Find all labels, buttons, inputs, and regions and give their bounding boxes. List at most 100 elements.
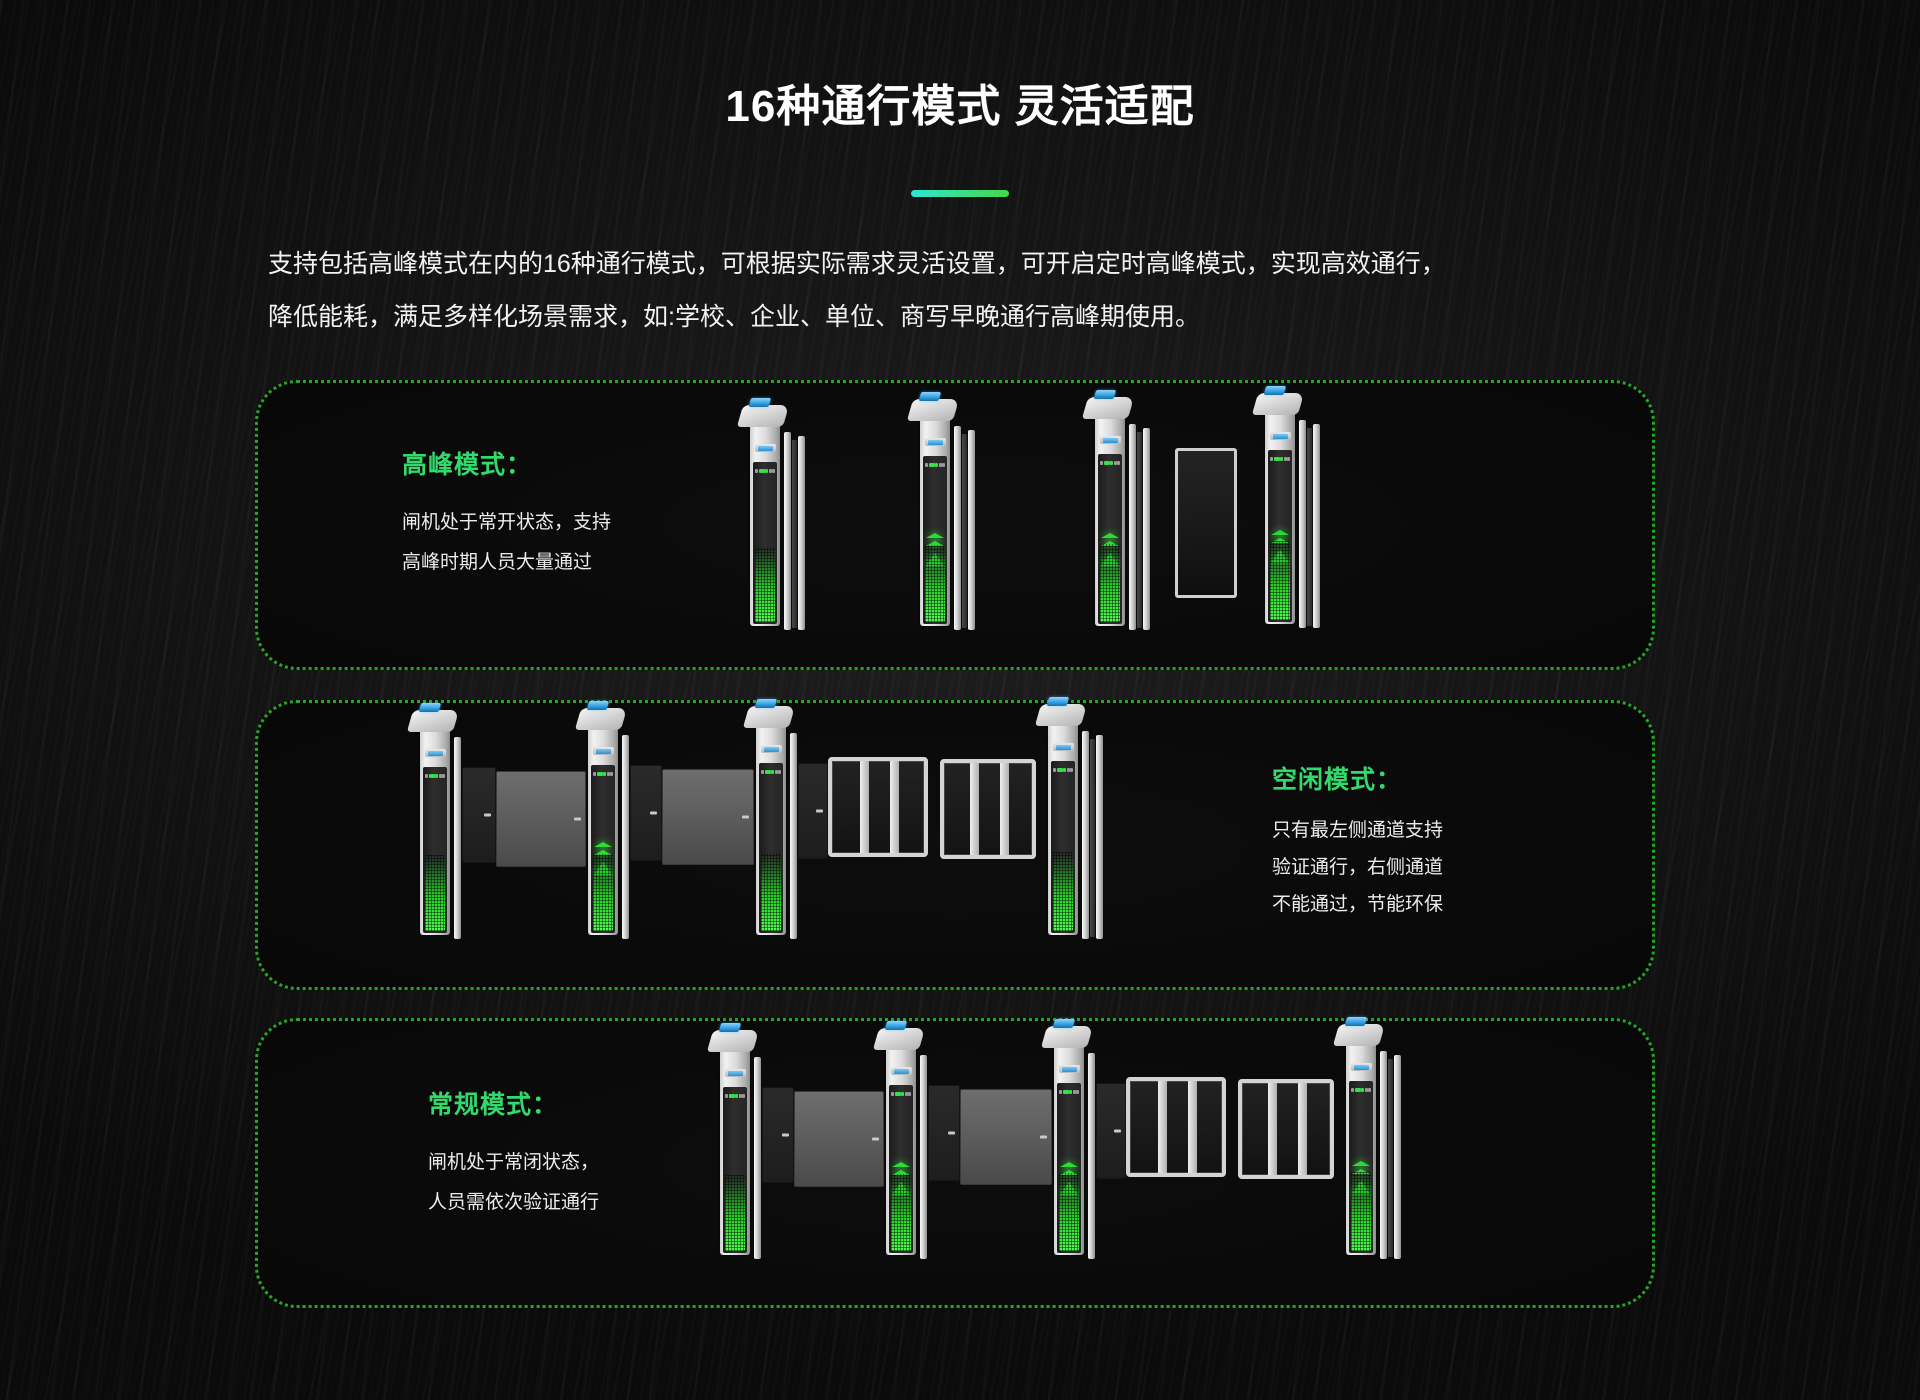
pedestal-face (723, 1087, 747, 1253)
status-led-row (1053, 766, 1073, 773)
card-reader-secondary-icon (891, 1067, 912, 1075)
pedestal-top (574, 701, 628, 730)
card-reader-secondary-icon (925, 438, 946, 446)
pedestal-face (923, 456, 947, 624)
intro-line-1: 支持包括高峰模式在内的16种通行模式，可根据实际需求灵活设置，可开启定时高峰模式… (268, 250, 1446, 278)
pedestal-face (1098, 454, 1122, 624)
pedestal-face (423, 767, 447, 933)
status-led-row (425, 772, 445, 779)
status-led-row (593, 770, 613, 777)
barrier-wing (462, 767, 496, 863)
pedestal-top (1332, 1017, 1386, 1046)
mode-card-normal-heading: 常规模式： (428, 1091, 559, 1119)
barrier-wing (928, 1085, 960, 1181)
mode-card-idle-line-2: 验证通行，右侧通道 (1272, 857, 1444, 878)
pedestal-top (1081, 390, 1135, 419)
led-glow-strip (1270, 540, 1290, 620)
mode-card-peak-line-1: 闸机处于常开状态，支持 (402, 512, 612, 533)
led-glow-strip (925, 544, 945, 622)
mode-card-normal-line-1: 闸机处于常闭状态， (428, 1152, 600, 1173)
pedestal-face (1349, 1081, 1373, 1253)
card-reader-icon (884, 1021, 908, 1030)
pedestal-face (1268, 450, 1292, 622)
pedestal-top (406, 703, 460, 732)
status-led-row (891, 1090, 911, 1097)
pedestal-face (1051, 761, 1075, 933)
pedestal-face (1057, 1083, 1081, 1253)
open-gate-panel (1175, 448, 1237, 598)
barrier-wing (762, 1087, 794, 1183)
card-reader-icon (1344, 1017, 1368, 1026)
status-led-row (725, 1092, 745, 1099)
pedestal-face (759, 763, 783, 933)
card-reader-icon (418, 703, 442, 712)
wide-gate-frame (1238, 1079, 1334, 1179)
mode-card-peak-text: 高峰模式： 闸机处于常开状态，支持 高峰时期人员大量通过 (402, 445, 611, 583)
mode-card-idle-line-1: 只有最左侧通道支持 (1272, 820, 1444, 841)
mode-card-idle-text: 空闲模式： 只有最左侧通道支持 验证通行，右侧通道 不能通过，节能环保 (1272, 760, 1443, 923)
led-glow-strip (593, 853, 613, 931)
mode-card-normal-text: 常规模式： 闸机处于常闭状态， 人员需依次验证通行 (428, 1085, 599, 1223)
status-led-row (1270, 455, 1290, 462)
pedestal-top (736, 398, 790, 427)
mode-card-idle-heading: 空闲模式： (1272, 766, 1403, 794)
pedestal-top (1251, 386, 1305, 415)
led-glow-strip (755, 547, 775, 622)
pedestal-top (872, 1021, 926, 1050)
status-led-row (1100, 459, 1120, 466)
led-glow-strip (425, 854, 445, 931)
card-reader-icon (1052, 1019, 1076, 1028)
card-reader-secondary-icon (1100, 436, 1121, 444)
pedestal-top (742, 699, 796, 728)
card-reader-icon (718, 1023, 742, 1032)
pedestal-face (753, 462, 777, 624)
card-reader-icon (586, 701, 610, 710)
card-reader-secondary-icon (1270, 432, 1291, 440)
turnstile-illustration-idle (400, 697, 1200, 977)
barrier-wing (960, 1089, 1052, 1185)
wide-gate-frame (828, 757, 928, 857)
barrier-wing (496, 771, 586, 867)
status-led-row (1059, 1088, 1079, 1095)
mode-card-peak-heading: 高峰模式： (402, 451, 533, 479)
card-reader-icon (748, 398, 772, 407)
card-reader-icon (1046, 697, 1070, 706)
status-led-row (755, 467, 775, 474)
card-reader-secondary-icon (1053, 743, 1074, 751)
title-divider (911, 190, 1009, 197)
pedestal-top (906, 392, 960, 421)
pedestal-face (591, 765, 615, 933)
page-title: 16种通行模式 灵活适配 (725, 82, 1195, 131)
status-led-row (1351, 1086, 1371, 1093)
led-glow-strip (891, 1173, 911, 1251)
wide-gate-frame (940, 759, 1036, 859)
barrier-wing (1096, 1083, 1126, 1179)
card-reader-secondary-icon (1059, 1065, 1080, 1073)
intro-line-2: 降低能耗，满足多样化场景需求，如:学校、企业、单位、商写早晚通行高峰期使用。 (268, 303, 1200, 331)
status-led-row (925, 461, 945, 468)
led-glow-strip (761, 852, 781, 931)
card-reader-icon (754, 699, 778, 708)
led-glow-strip (1351, 1171, 1371, 1251)
barrier-wing (662, 769, 754, 865)
pedestal-top (706, 1023, 760, 1052)
card-reader-secondary-icon (725, 1069, 746, 1077)
card-reader-secondary-icon (761, 745, 782, 753)
card-reader-secondary-icon (425, 749, 446, 757)
pedestal-face (889, 1085, 913, 1253)
intro-paragraph: 支持包括高峰模式在内的16种通行模式，可根据实际需求灵活设置，可开启定时高峰模式… (268, 238, 1668, 344)
pedestal-top (1040, 1019, 1094, 1048)
card-reader-secondary-icon (1351, 1063, 1372, 1071)
status-led-row (761, 768, 781, 775)
pedestal-top (1034, 697, 1088, 726)
card-reader-secondary-icon (755, 444, 776, 452)
card-reader-icon (918, 392, 942, 401)
mode-card-normal-line-2: 人员需依次验证通行 (428, 1192, 600, 1213)
turnstile-illustration-peak (710, 386, 1570, 660)
wide-gate-frame (1126, 1077, 1226, 1177)
barrier-wing (794, 1091, 884, 1187)
card-reader-secondary-icon (593, 747, 614, 755)
led-glow-strip (1059, 1172, 1079, 1251)
led-glow-strip (1100, 543, 1120, 622)
